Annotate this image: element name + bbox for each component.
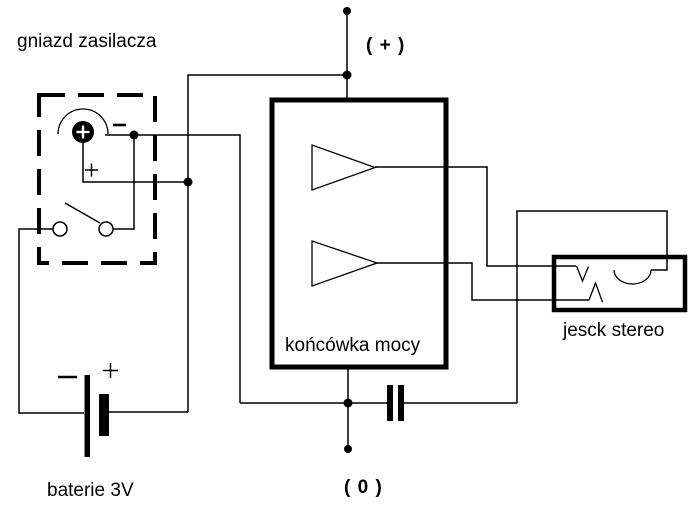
coupling-capacitor xyxy=(387,385,404,421)
wire-switch-left-battery xyxy=(18,228,84,414)
battery-plus-icon xyxy=(103,363,118,378)
jack-ring-contact-icon xyxy=(588,281,604,303)
capacitor-plate-right xyxy=(398,385,404,421)
battery-label: baterie 3V xyxy=(47,480,134,501)
wire-jack-sleeve xyxy=(516,210,668,403)
battery xyxy=(58,363,118,457)
switch-contact-left xyxy=(52,221,68,237)
labels: gniazd zasilacza ( + ) końcówka mocy jes… xyxy=(17,31,664,501)
power-amp-label: końcówka mocy xyxy=(285,335,421,356)
wires xyxy=(18,10,668,447)
terminal-dot-zero xyxy=(344,445,352,453)
battery-plate-short xyxy=(99,394,109,436)
wire-output-2 xyxy=(377,262,589,301)
zero-terminal-label: ( 0 ) xyxy=(344,477,383,498)
wire-socket-minus xyxy=(105,134,241,403)
junction-dot-socket-plus xyxy=(183,177,193,187)
terminal-dot-plus xyxy=(343,7,351,15)
socket-barrel-arc xyxy=(57,108,109,135)
junction-dot-plus-rail xyxy=(342,70,352,80)
wire-output-1 xyxy=(375,166,576,267)
switch-lever xyxy=(64,202,101,224)
stereo-jack-label: jesck stereo xyxy=(562,320,664,341)
battery-plate-long xyxy=(84,375,90,457)
socket-pin-plus-icon xyxy=(76,125,90,139)
power-switch xyxy=(52,202,114,237)
jack-tip-contact-icon xyxy=(575,265,590,283)
socket-plus-icon xyxy=(85,163,98,177)
wire-switch-right xyxy=(113,135,135,230)
amp-channel-2-icon xyxy=(311,240,379,287)
wire-socket-plus xyxy=(82,142,188,183)
power-amp-box xyxy=(269,97,449,370)
amp-channel-1-icon xyxy=(311,144,377,191)
switch-contact-right xyxy=(98,221,114,237)
junction-dots xyxy=(129,7,353,453)
junction-dot-ground xyxy=(343,398,353,408)
jack-sleeve-arc-icon xyxy=(613,269,652,285)
stereo-jack xyxy=(551,254,688,313)
power-socket-label: gniazd zasilacza xyxy=(17,31,157,52)
junction-dot-socket-minus xyxy=(129,130,139,140)
capacitor-plate-left xyxy=(387,385,393,421)
stereo-jack-box xyxy=(551,254,688,313)
power-amp xyxy=(269,97,449,370)
power-socket xyxy=(37,93,157,265)
wire-plus-rail xyxy=(187,74,347,412)
plus-terminal-label: ( + ) xyxy=(366,35,405,56)
power-socket-box xyxy=(37,93,157,265)
